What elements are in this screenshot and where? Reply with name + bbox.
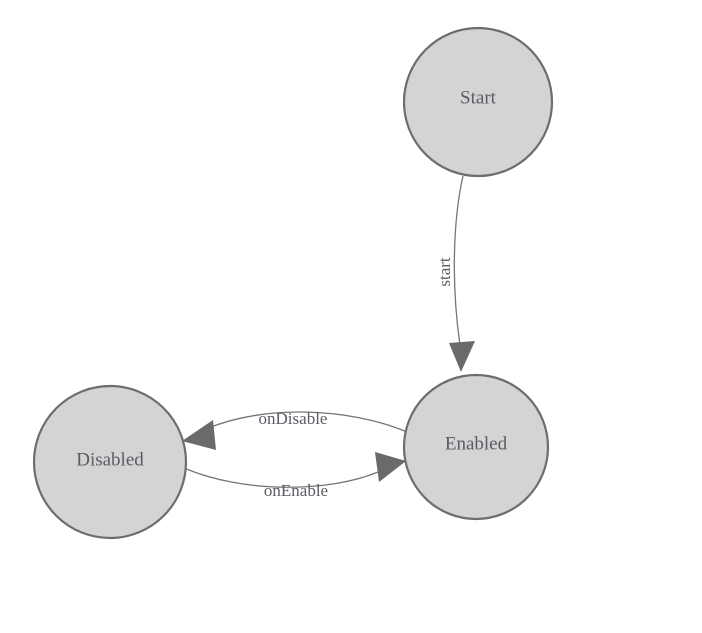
node-start[interactable]: Start <box>402 26 554 178</box>
edge-start-to-enabled-path <box>453 175 464 346</box>
edge-disabled-to-enabled[interactable]: onEnable <box>183 452 406 500</box>
edge-start-to-enabled[interactable]: start <box>435 175 475 372</box>
edge-enabled-to-disabled-path <box>205 411 408 433</box>
edge-label-start: start <box>435 257 454 287</box>
edge-label-on-enable: onEnable <box>264 481 328 500</box>
edge-enabled-to-disabled[interactable]: onDisable <box>182 409 408 450</box>
edge-label-on-disable: onDisable <box>259 409 328 428</box>
node-disabled[interactable]: Disabled <box>32 384 188 540</box>
node-enabled-circle <box>402 373 550 521</box>
node-disabled-label: Disabled <box>76 449 144 470</box>
node-start-circle <box>402 26 554 178</box>
arrowhead-into-disabled <box>182 420 216 450</box>
arrowhead-into-enabled-left <box>375 452 406 482</box>
node-enabled-label: Enabled <box>445 433 508 454</box>
edge-disabled-to-enabled-path <box>183 467 379 488</box>
node-enabled[interactable]: Enabled <box>402 373 550 521</box>
arrowhead-into-enabled-top <box>449 341 475 372</box>
node-start-label: Start <box>460 87 497 108</box>
node-disabled-circle <box>32 384 188 540</box>
